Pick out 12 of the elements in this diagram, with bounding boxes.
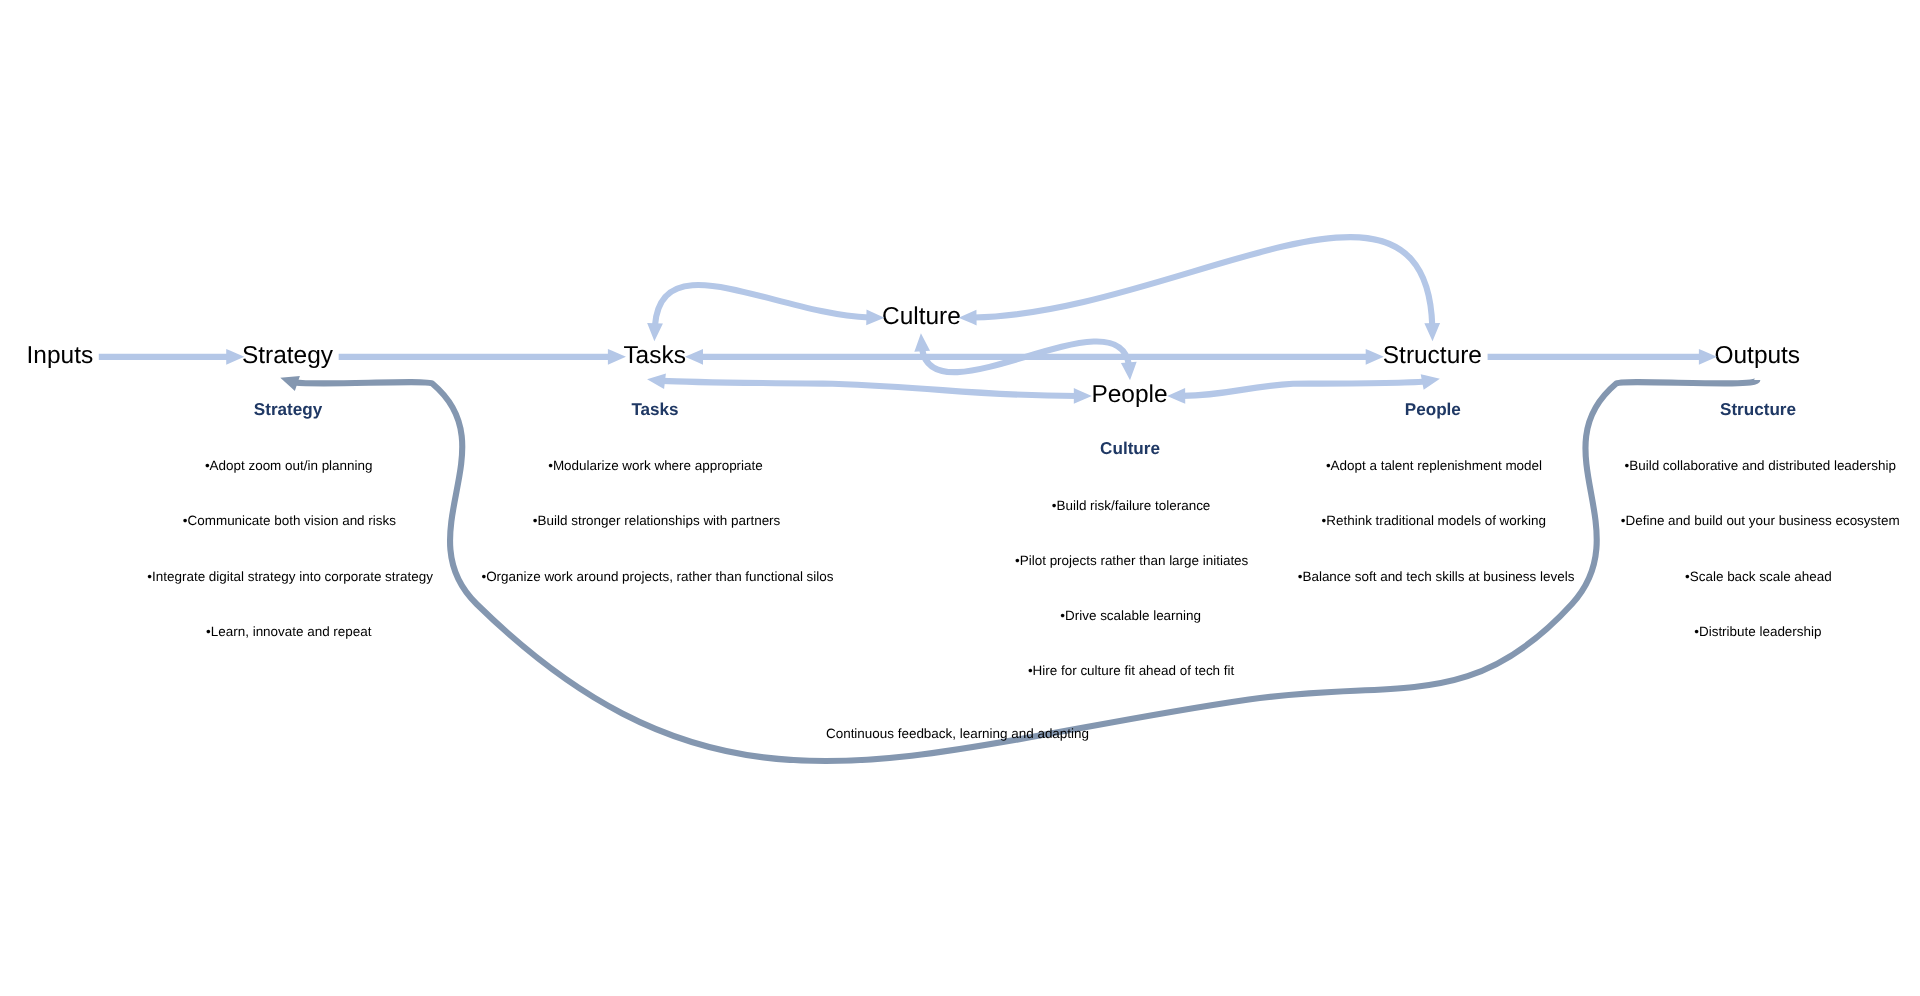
node-text: Tasks — [623, 339, 686, 368]
node-text: Culture — [882, 300, 961, 329]
label: Strategy — [253, 398, 323, 419]
node-text: People — [1091, 379, 1168, 408]
node-text: Inputs — [26, 339, 94, 368]
label: Structure — [1719, 398, 1796, 419]
label: Tasks — [631, 398, 679, 419]
node-text: Strategy — [242, 339, 334, 368]
label: Culture — [1100, 437, 1160, 458]
node-text: Outputs — [1714, 339, 1801, 368]
node-text: Structure — [1382, 339, 1482, 368]
label: People — [1404, 398, 1461, 419]
